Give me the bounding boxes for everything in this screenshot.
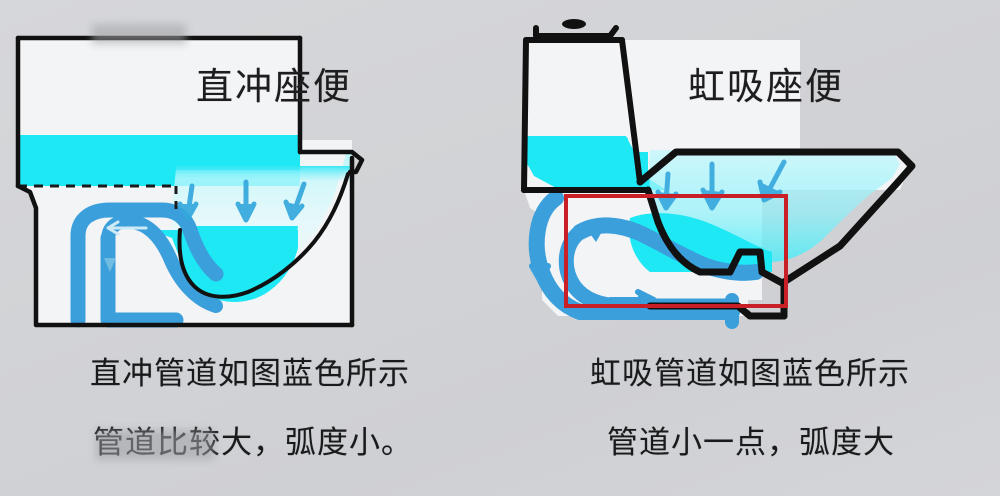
tank-outline-right (619, 37, 643, 185)
trapway-flow-arrow (106, 220, 148, 236)
pedestal-outline (15, 183, 355, 328)
bowl-inner-outline (644, 186, 788, 288)
panel-siphon-flush: 虹吸座便 虹吸管道如图蓝色所示 管道小一点，弧度大 (500, 0, 1000, 496)
siphon-flush-toilet-diagram (521, 19, 916, 329)
flush-arrow-2 (235, 179, 257, 223)
tank-lid-outline (533, 25, 619, 39)
caption-line-2: 管道比较大，弧度小。 (93, 425, 413, 460)
flush-arrow-1 (177, 183, 199, 221)
caption-line-1: 直冲管道如图蓝色所示 (90, 356, 410, 391)
tank-water-slope (524, 136, 666, 190)
straight-flush-toilet-diagram (15, 35, 365, 328)
trapway-down-arrowhead (104, 258, 116, 272)
caption-line-2: 管道小一点，弧度大 (607, 425, 895, 460)
captions-straight-flush: 直冲管道如图蓝色所示 管道比较大，弧度小。 (0, 345, 500, 458)
panel-straight-flush: 直冲座便 直冲管道如图蓝色所示 管道比较大，弧度小。 (0, 24, 500, 460)
trapway-pipe-outer (70, 202, 224, 328)
panel-title-straight-flush: 直冲座便 (196, 67, 352, 108)
flush-arrow-group (177, 179, 307, 223)
tank-lid-knob (562, 19, 586, 29)
flush-arrow-3 (283, 181, 307, 221)
bowl-inner-outline (177, 172, 350, 299)
bowl-rim-sheen (176, 166, 350, 180)
captions-siphon-flush: 虹吸管道如图蓝色所示 管道小一点，弧度大 (500, 345, 1000, 458)
tank-outline-left (521, 37, 529, 193)
caption-line-1: 虹吸管道如图蓝色所示 (590, 356, 910, 391)
panel-title-siphon-flush: 虹吸座便 (688, 67, 844, 108)
siphon-highlight-box (564, 194, 788, 308)
bowl-rim-outline (636, 148, 916, 186)
siphon-arrow-down (529, 247, 551, 283)
siphon-arrow-curve-head (586, 228, 604, 242)
